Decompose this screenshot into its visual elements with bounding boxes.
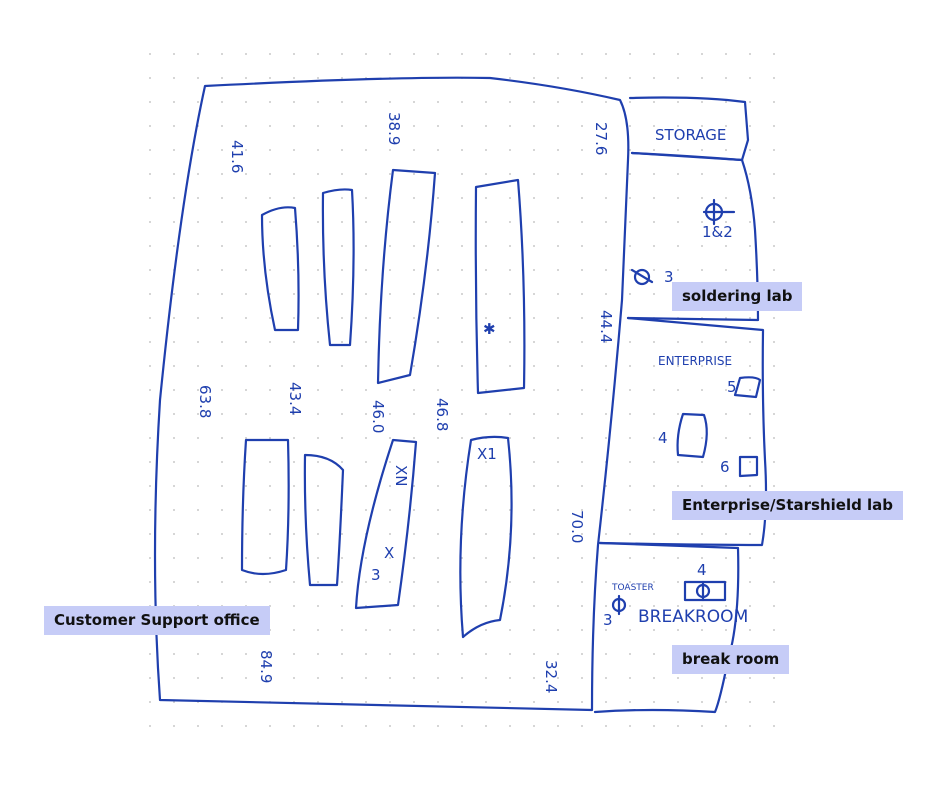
desk [240, 438, 290, 576]
desk-4-text: 4 [658, 429, 668, 447]
outlet-icon [630, 268, 654, 286]
measurement: 84.9 [257, 650, 275, 683]
xn-text: XN [392, 465, 410, 487]
x-text: X [384, 544, 394, 562]
measurement: 38.9 [385, 112, 403, 145]
customer-support-office-outline [153, 76, 630, 712]
desk [459, 435, 513, 639]
soldering-lab-label: soldering lab [672, 282, 803, 311]
measurement: 27.6 [592, 122, 610, 155]
desk-5-text: 5 [727, 378, 737, 396]
outlet-1-2-text: 1&2 [702, 223, 733, 241]
desk [354, 438, 418, 610]
desk [303, 453, 345, 587]
outlet-icon [611, 594, 627, 616]
enterprise-lab-label: Enterprise/Starshield lab [672, 491, 904, 520]
desk [376, 168, 437, 385]
enterprise-text: ENTERPRISE [658, 354, 732, 368]
outlet-3-text: 3 [664, 268, 674, 286]
toaster-text: TOASTER [611, 583, 654, 593]
measurement: 43.4 [286, 382, 304, 415]
outlet-icon [702, 198, 736, 226]
customer-support-office-label: Customer Support office [44, 606, 270, 635]
outlet-3-break-text: 3 [603, 611, 613, 629]
measurement: 32.4 [542, 660, 560, 693]
measurement: 44.4 [597, 310, 615, 343]
storage-text: STORAGE [655, 126, 726, 144]
desk-4 [676, 412, 708, 459]
measurement: 41.6 [228, 140, 246, 173]
desk [260, 206, 300, 332]
desk-5 [733, 376, 762, 399]
x1-text: X1 [477, 445, 497, 463]
dot-grid-paper [130, 50, 780, 740]
measurement: 46.0 [369, 400, 387, 433]
asterisk-mark-icon: ✱ [483, 320, 496, 338]
measurement: 46.8 [433, 398, 451, 431]
measurement: 70.0 [568, 510, 586, 543]
svg-text:✱: ✱ [483, 320, 496, 338]
outlet-icon [695, 580, 711, 602]
breakroom-text: BREAKROOM [638, 607, 748, 627]
measurement: 63.8 [196, 385, 214, 418]
outlet-box [683, 580, 727, 602]
desk-6 [738, 455, 759, 478]
outlet-4-text: 4 [697, 561, 707, 579]
desk [474, 178, 526, 395]
break-room-label: break room [672, 645, 790, 674]
three-text: 3 [371, 566, 381, 584]
desk [321, 188, 355, 347]
desk-6-text: 6 [720, 458, 730, 476]
break-room-outline [593, 541, 740, 714]
